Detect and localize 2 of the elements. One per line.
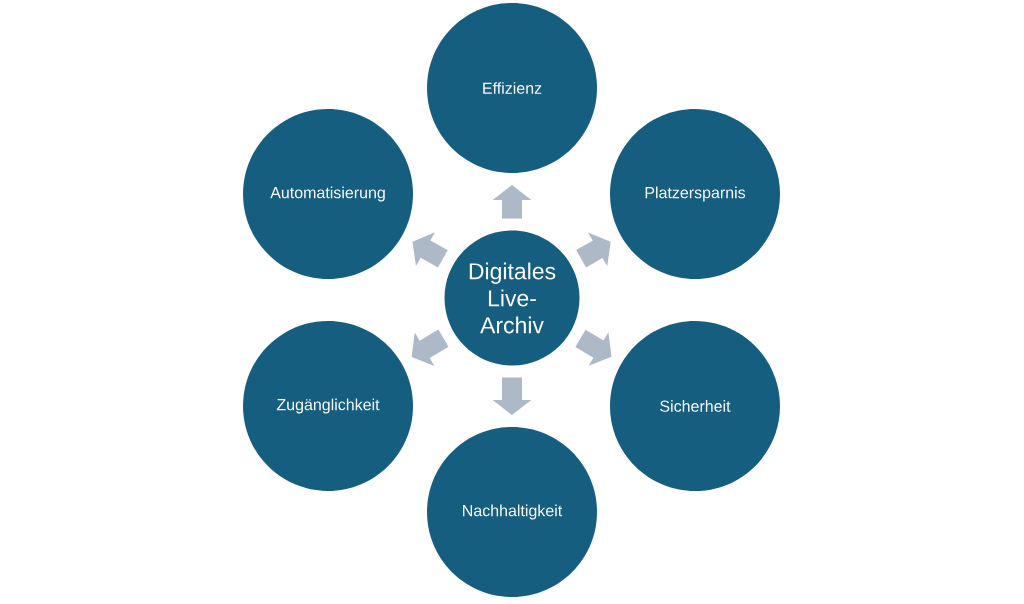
block-arrow (576, 232, 611, 268)
block-arrow (411, 329, 449, 367)
